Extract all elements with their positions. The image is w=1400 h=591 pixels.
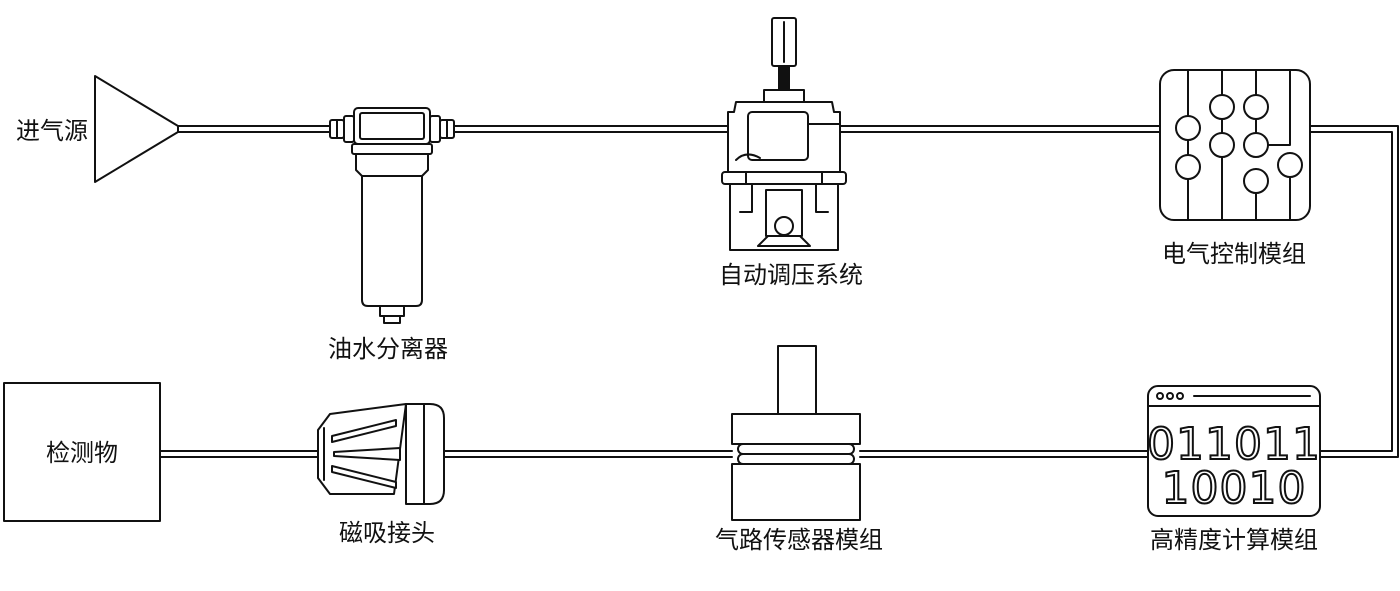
label-test-object: 检测物 <box>46 439 118 467</box>
magnetic-connector-icon <box>317 403 445 505</box>
auto-pressure-regulator-icon <box>721 17 847 251</box>
pipe-bottom-line <box>159 450 1149 458</box>
label-high-precision-computing: 高精度计算模组 <box>1150 526 1318 554</box>
oil-water-separator-icon <box>329 107 455 324</box>
test-object-box <box>3 382 161 522</box>
label-oil-water-separator: 油水分离器 <box>328 335 448 363</box>
label-auto-pressure-regulation: 自动调压系统 <box>719 261 863 289</box>
label-air-path-sensor: 气路传感器模组 <box>715 526 883 554</box>
label-air-source: 进气源 <box>16 117 88 145</box>
air-path-sensor-icon <box>731 345 861 521</box>
pipe-right-return <box>1307 125 1399 458</box>
binary-row-2: 10010 <box>1162 463 1307 514</box>
computing-module-icon <box>1147 385 1321 517</box>
pipe-top-line <box>177 125 1161 133</box>
air-source-funnel-icon <box>94 75 179 183</box>
control-module-icon <box>1159 69 1311 221</box>
label-magnetic-connector: 磁吸接头 <box>339 519 435 547</box>
label-electro-pneumatic-control: 电气控制模组 <box>1162 240 1306 268</box>
binary-row-1: 011011 <box>1147 419 1321 470</box>
